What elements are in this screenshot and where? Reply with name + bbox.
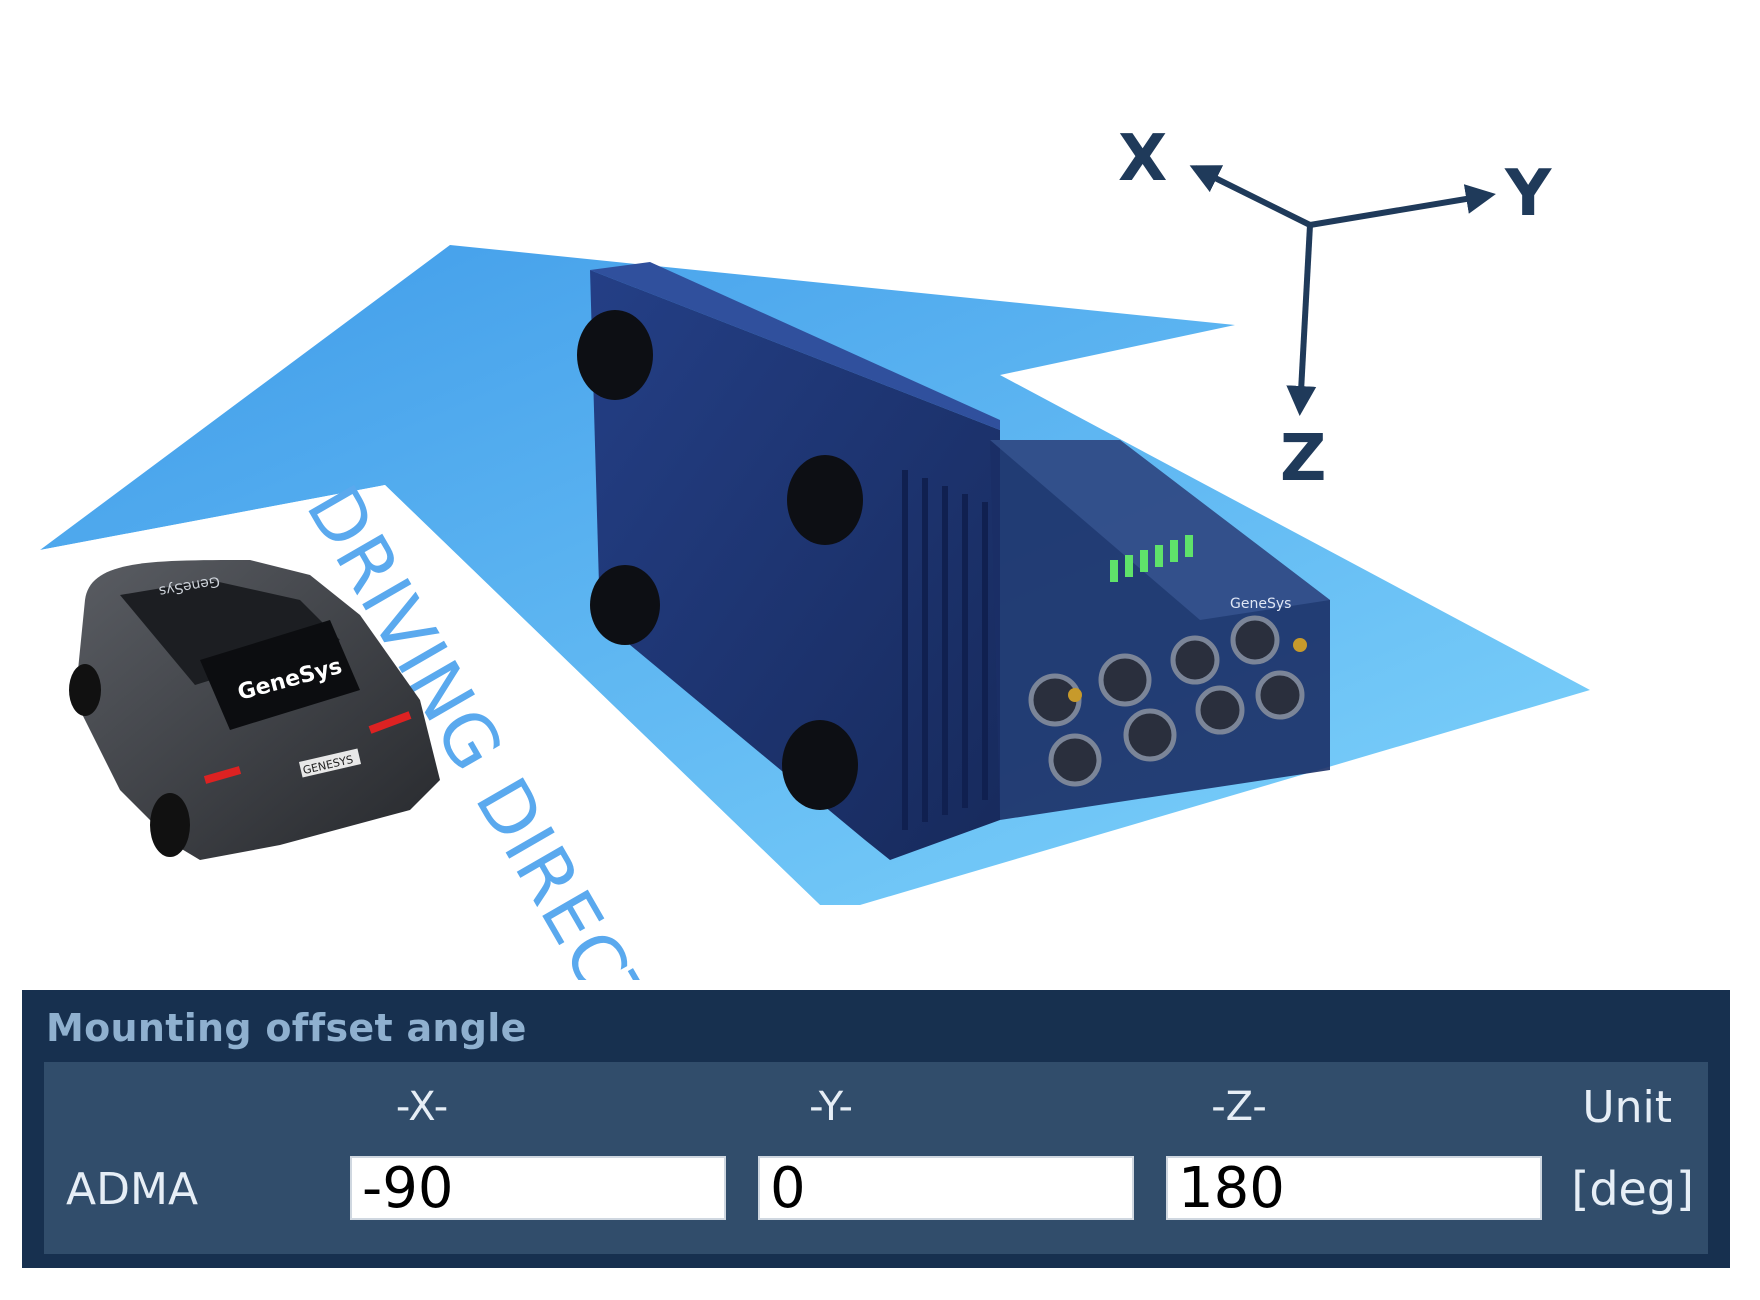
row-label-adma: ADMA (66, 1164, 199, 1215)
offset-table: -X- -Y- -Z- Unit ADMA [deg] (44, 1062, 1708, 1254)
coordinate-axes (1189, 165, 1496, 416)
imu-device: GeneSys (577, 262, 1330, 860)
offset-x-input[interactable] (350, 1156, 726, 1220)
axis-y-label: Y (1504, 157, 1552, 231)
car: GeneSys GeneSys GENESYS (69, 560, 440, 860)
panel-title: Mounting offset angle (46, 1006, 527, 1050)
column-header-y: -Y- (809, 1084, 853, 1130)
offset-y-input[interactable] (758, 1156, 1134, 1220)
column-header-unit: Unit (1582, 1082, 1672, 1133)
column-header-z: -Z- (1211, 1084, 1267, 1130)
offset-z-input[interactable] (1166, 1156, 1542, 1220)
axis-z-label: Z (1280, 422, 1326, 496)
column-header-x: -X- (395, 1084, 449, 1130)
device-brand-label: GeneSys (1230, 596, 1291, 612)
axis-x-label: X (1118, 122, 1167, 196)
mounting-offset-panel: Mounting offset angle -X- -Y- -Z- Unit A… (22, 990, 1730, 1268)
mounting-illustration: DRIVING DIRECTION GeneSys (40, 122, 1590, 980)
unit-value: [deg] (1571, 1162, 1694, 1216)
